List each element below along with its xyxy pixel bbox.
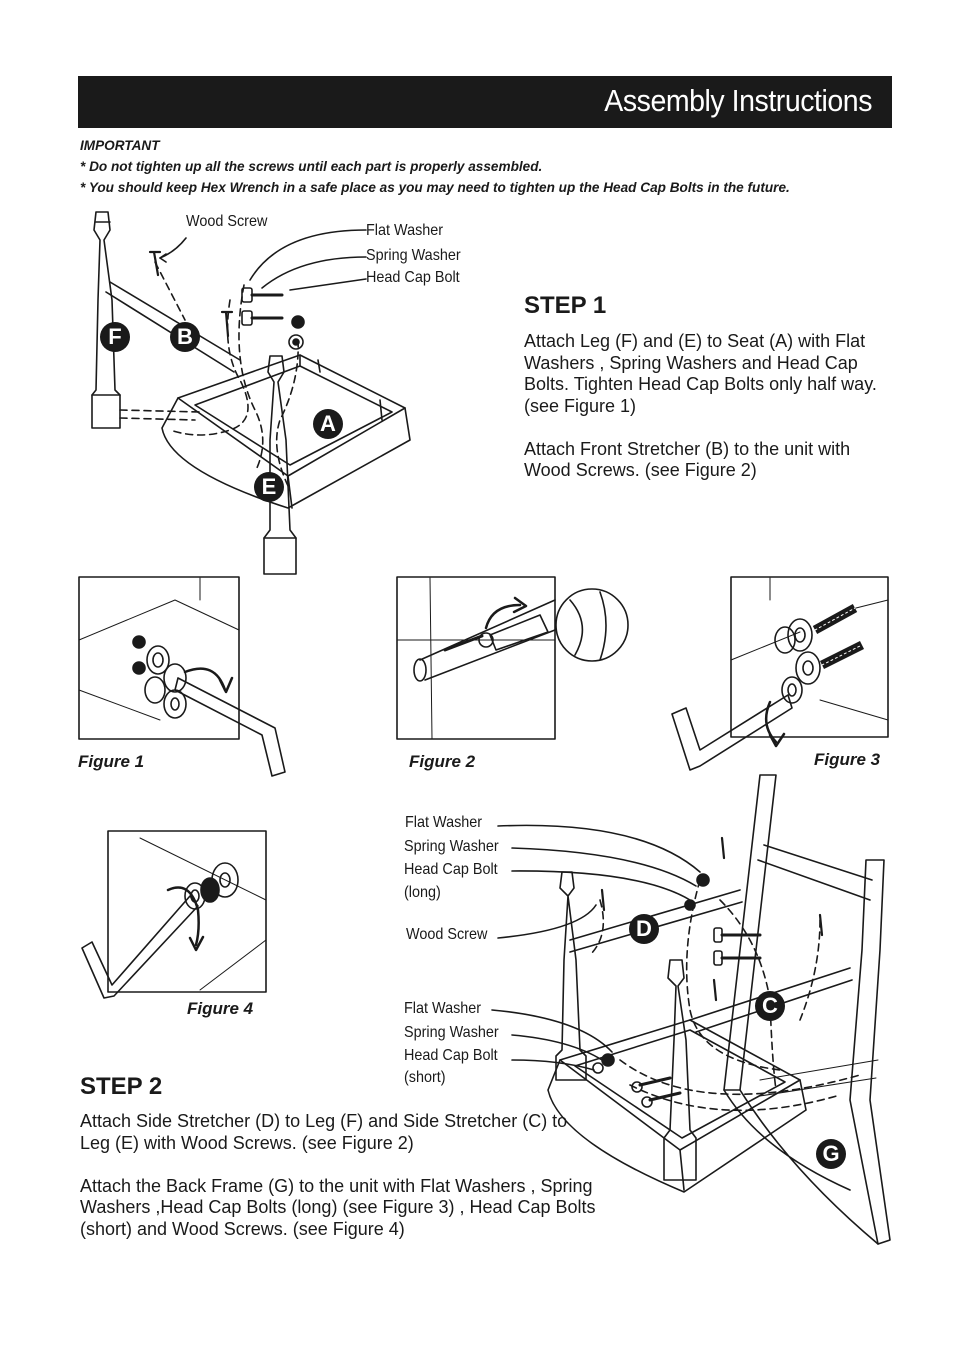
figure-4-illustration	[81, 830, 267, 999]
label-spring-washer: Spring Washer	[366, 247, 461, 264]
step1-title: STEP 1	[524, 292, 607, 319]
figure-3-illustration	[671, 576, 889, 771]
part-a-badge: A	[313, 409, 343, 439]
figure-2-caption: Figure 2	[409, 752, 476, 771]
important-line-2: * You should keep Hex Wrench in a safe p…	[80, 180, 790, 195]
header-bar: Assembly Instructions	[78, 76, 892, 128]
step1-paragraph-1: Attach Leg (F) and (E) to Seat (A) with …	[524, 331, 877, 416]
part-g-badge: G	[816, 1139, 846, 1169]
label-head-cap-bolt: Head Cap Bolt	[366, 269, 460, 286]
label-wood-screw: Wood Screw	[186, 213, 268, 230]
step1-instructions: Attach Leg (F) and (E) to Seat (A) with …	[524, 331, 894, 503]
page-title: Assembly Instructions	[604, 83, 872, 118]
important-notes: IMPORTANT * Do not tighten up all the sc…	[80, 135, 790, 198]
label-short: (short)	[404, 1069, 446, 1086]
label-flat-washer: Flat Washer	[366, 222, 444, 239]
label-head-cap-bolt-long: Head Cap Bolt	[404, 861, 498, 878]
part-b-badge: B	[170, 322, 200, 352]
figure-3-caption: Figure 3	[814, 750, 881, 769]
step2-instructions: Attach Side Stretcher (D) to Leg (F) and…	[80, 1111, 596, 1262]
figure-1-illustration	[78, 576, 286, 777]
figure-2-illustration	[396, 576, 629, 740]
important-heading: IMPORTANT	[80, 138, 160, 153]
step2-title: STEP 2	[80, 1073, 163, 1100]
label-long: (long)	[404, 884, 441, 901]
step2-paragraph-2: Attach the Back Frame (G) to the unit wi…	[80, 1175, 596, 1239]
part-f-badge: F	[100, 322, 130, 352]
step2-paragraph-1: Attach Side Stretcher (D) to Leg (F) and…	[80, 1111, 568, 1153]
step1-paragraph-2: Attach Front Stretcher (B) to the unit w…	[524, 438, 851, 481]
label-spring-washer-lower: Spring Washer	[404, 1024, 499, 1041]
part-d-badge: D	[629, 914, 659, 944]
label-wood-screw-step2: Wood Screw	[406, 926, 488, 943]
label-spring-washer-upper: Spring Washer	[404, 838, 499, 855]
label-head-cap-bolt-short: Head Cap Bolt	[404, 1047, 498, 1064]
step1-chair-diagram	[91, 211, 411, 575]
important-line-1: * Do not tighten up all the screws until…	[80, 159, 543, 174]
figure-1-caption: Figure 1	[78, 752, 145, 771]
label-flat-washer-upper: Flat Washer	[405, 814, 483, 831]
figure-4-caption: Figure 4	[187, 999, 254, 1018]
part-c-badge: C	[755, 991, 785, 1021]
part-e-badge: E	[254, 472, 284, 502]
label-flat-washer-lower: Flat Washer	[404, 1000, 482, 1017]
